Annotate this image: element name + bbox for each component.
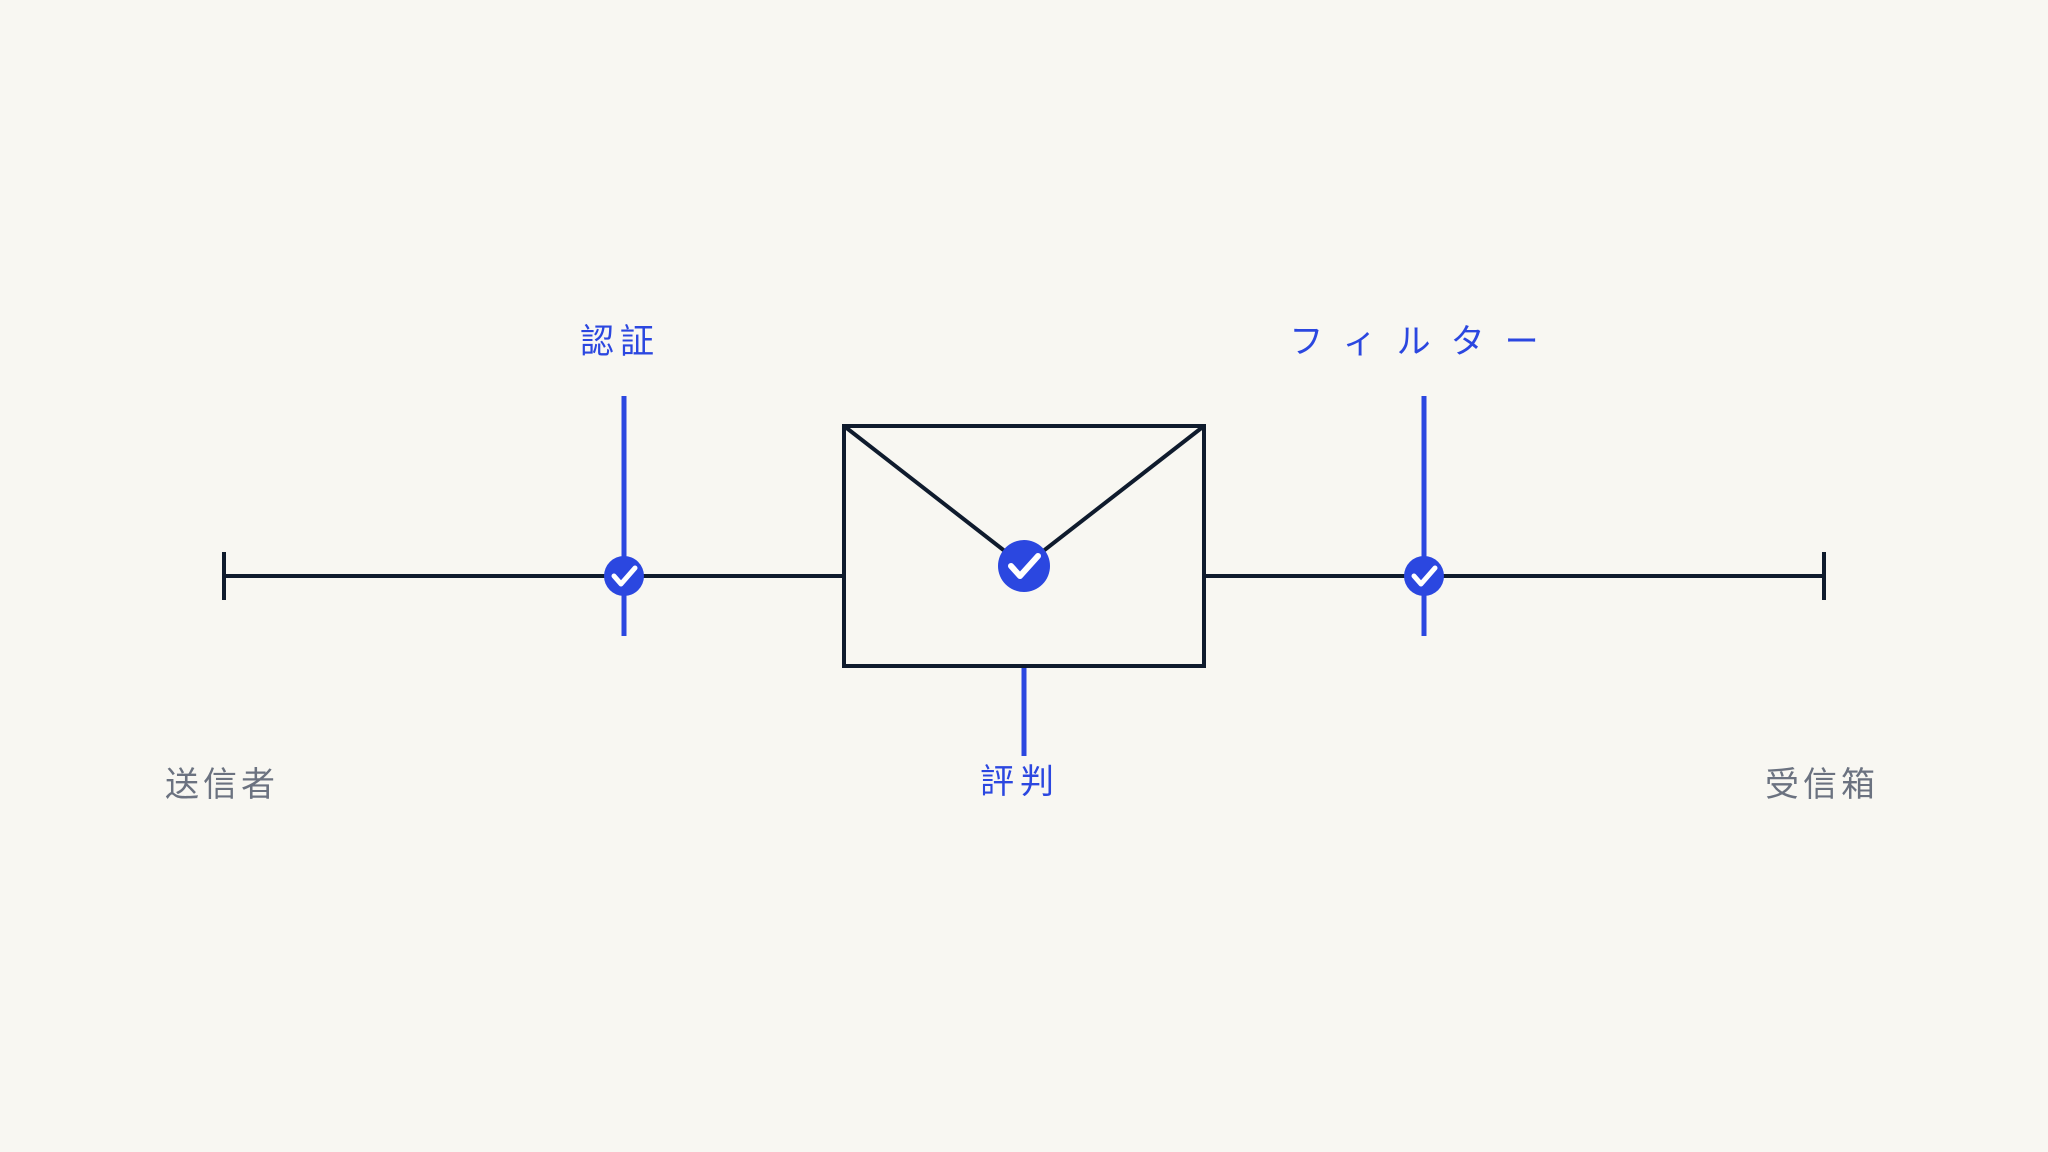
- authentication-check-mark: [611, 565, 638, 587]
- authentication-label: 認証: [580, 322, 660, 362]
- check-circle-icon: [1404, 556, 1444, 596]
- filter-check-mark: [1411, 565, 1438, 587]
- reputation-label: 評判: [980, 762, 1060, 802]
- filter-label: フィルター: [1289, 322, 1559, 362]
- sender-label: 送信者: [165, 765, 279, 805]
- check-circle-icon: [604, 556, 644, 596]
- inbox-label: 受信箱: [1765, 765, 1879, 805]
- reputation-check-circle: [998, 540, 1050, 592]
- check-circle-icon: [998, 540, 1050, 592]
- reputation-check-mark: [1008, 553, 1041, 579]
- envelope-body: [842, 424, 1206, 668]
- authentication-check-circle: [604, 556, 644, 596]
- filter-check-circle: [1404, 556, 1444, 596]
